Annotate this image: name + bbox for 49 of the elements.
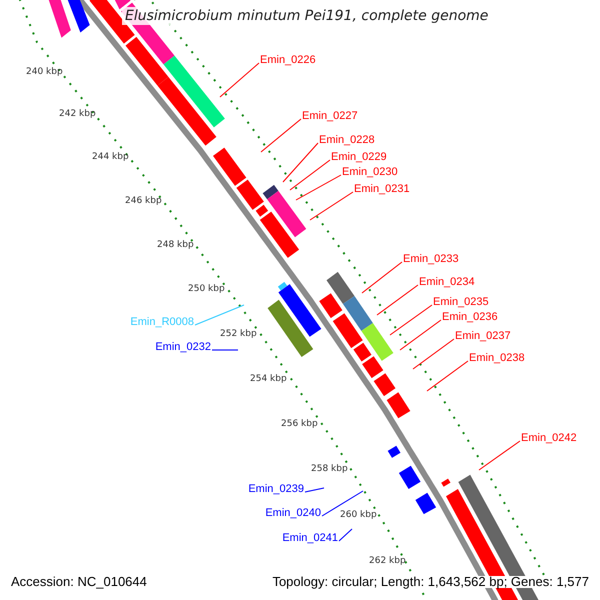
scale-label: 244 kbp [92, 151, 129, 163]
leader-line [376, 284, 418, 316]
leader-line [304, 488, 324, 492]
gene-label: Emin_0227 [302, 110, 358, 122]
leader-line [220, 62, 260, 98]
gene-label: Emin_0230 [342, 166, 398, 178]
scale-label: 256 kbp [281, 418, 318, 430]
scale-label: 252 kbp [220, 328, 257, 340]
gene-label: Emin_0237 [455, 330, 511, 342]
leader-line [290, 160, 330, 190]
gene-label: Emin_0241 [282, 532, 338, 544]
scale-label: 240 kbp [26, 66, 63, 78]
leader-line [390, 304, 432, 336]
scale-label: 250 kbp [188, 283, 225, 295]
gene-label: Emin_0239 [248, 483, 304, 495]
scale-label: 260 kbp [340, 509, 377, 521]
scale-label: 248 kbp [157, 239, 194, 251]
scale-label: 246 kbp [125, 195, 162, 207]
gene-label: Emin_0240 [265, 507, 321, 519]
gene-label: Emin_0235 [433, 296, 489, 308]
gene-label: Emin_0233 [403, 253, 459, 265]
scale-label: 262 kbp [369, 555, 406, 567]
leader-line [426, 360, 468, 392]
scale-label: 242 kbp [59, 108, 96, 120]
leader-line [412, 338, 454, 370]
leader-line [478, 440, 520, 470]
gene-label: Emin_0226 [260, 54, 316, 66]
leader-line [338, 528, 352, 542]
gene-label: Emin_0229 [331, 151, 387, 163]
accession-text: Accession: NC_010644 [9, 576, 149, 588]
scale-label: 254 kbp [250, 373, 287, 385]
leader-line [282, 142, 318, 182]
leader-line [296, 174, 342, 200]
gene-label: Emin_R0008 [130, 316, 194, 328]
gene-label: Emin_0242 [521, 432, 577, 444]
leader-line [260, 118, 302, 152]
gene-label: Emin_0234 [419, 276, 475, 288]
gene-label: Emin_0232 [155, 341, 211, 353]
leader-line [400, 320, 442, 350]
leader-line [310, 192, 354, 220]
genome-info-text: Topology: circular; Length: 1,643,562 bp; Genes: 1,577 [270, 576, 591, 588]
gene-label: Emin_0231 [354, 183, 410, 195]
gene-label: Emin_0228 [319, 134, 375, 146]
leader-line [322, 490, 364, 516]
scale-label: 258 kbp [311, 463, 348, 475]
gene-label: Emin_0236 [442, 311, 498, 323]
gene-label: Emin_0238 [469, 352, 525, 364]
leader-line [194, 304, 244, 326]
leader-line [362, 262, 402, 294]
